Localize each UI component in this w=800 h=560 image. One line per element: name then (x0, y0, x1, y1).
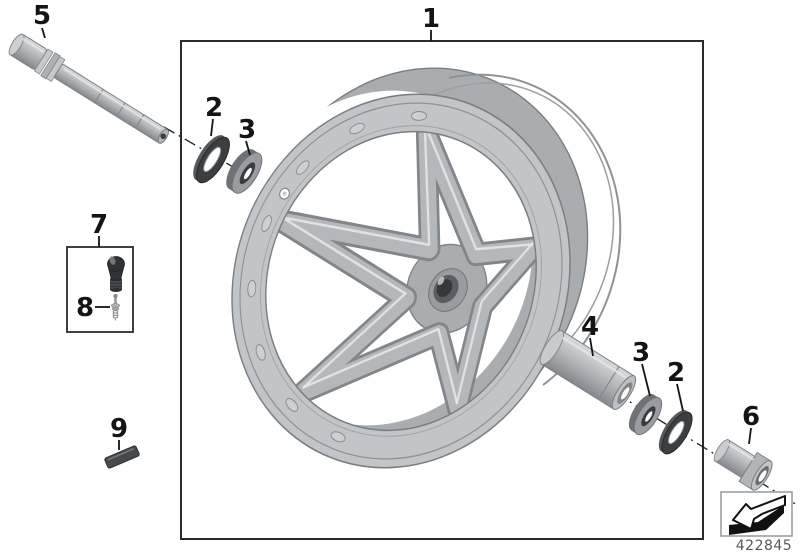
rim-band (231, 93, 571, 469)
callout-seal-left[interactable]: 2 (205, 93, 223, 123)
callout-valve-kit[interactable]: 7 (90, 210, 108, 240)
leader-spacer (589, 337, 594, 357)
valve-cap (107, 256, 125, 292)
seal-right (658, 410, 693, 455)
valve-hole (279, 187, 290, 200)
seal-left (193, 135, 230, 184)
callout-wheel[interactable]: 1 (422, 4, 440, 34)
leader-seal-left (210, 118, 214, 137)
callout-seal-right[interactable]: 2 (667, 358, 685, 388)
callout-bearing-left[interactable]: 3 (238, 115, 256, 145)
rim-lip-line (239, 102, 563, 460)
callout-bearing-right[interactable]: 3 (632, 338, 650, 368)
leader-axle (41, 27, 46, 39)
main-part-frame (180, 40, 704, 540)
leader-lines (41, 27, 752, 450)
rim-barrel-groove (448, 73, 622, 386)
callout-balance-weight[interactable]: 9 (110, 414, 128, 444)
rim-barrel-groove-2 (431, 82, 615, 379)
callout-labels: 5 1 2 3 7 8 9 4 3 2 6 (33, 1, 760, 444)
spoke-highlights (283, 129, 534, 405)
callout-spacer[interactable]: 4 (581, 312, 599, 342)
bushing (713, 438, 773, 491)
bearing-left (226, 149, 263, 194)
extruded-arrow-down-left-icon (729, 495, 786, 535)
part-number: 422845 (736, 538, 792, 554)
wheel-illustration (227, 67, 622, 469)
rim-inner-line (259, 125, 543, 437)
corner-badge: 422845 (720, 491, 793, 554)
callout-axle[interactable]: 5 (33, 1, 51, 31)
valve-core (111, 293, 121, 321)
valve-kit-frame (66, 246, 134, 333)
balance-weight (104, 445, 140, 469)
leader-bushing (748, 427, 752, 445)
leader-bearing-left (245, 140, 251, 156)
hub-bore (428, 268, 468, 312)
callout-bushing[interactable]: 6 (742, 402, 760, 432)
bearing-right (628, 393, 663, 436)
leader-bearing-right (641, 363, 651, 397)
spacer (539, 329, 637, 410)
axle (8, 33, 169, 144)
rim-bumps (247, 111, 427, 443)
leader-seal-right (676, 383, 684, 412)
callout-valve-core[interactable]: 8 (76, 293, 94, 323)
